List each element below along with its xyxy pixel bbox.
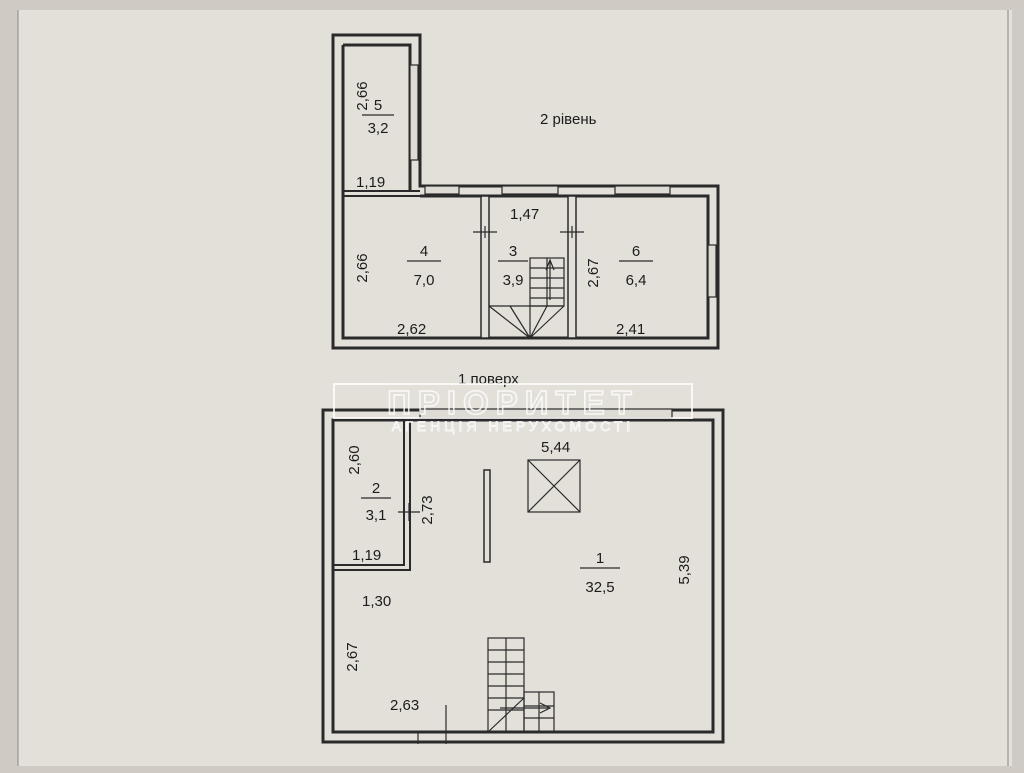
watermark-name: ПРІОРИТЕТ bbox=[387, 384, 639, 421]
room-6-area: 6,4 bbox=[626, 272, 647, 289]
agency-watermark: ПРІОРИТЕТ АГЕНЦІЯ НЕРУХОМОСТІ bbox=[333, 383, 693, 434]
lower-level-plan bbox=[321, 408, 725, 744]
room-1-area: 32,5 bbox=[585, 579, 614, 596]
room-2-area: 3,1 bbox=[366, 507, 387, 524]
lower-stairs bbox=[487, 637, 555, 733]
room-6-dim-width: 2,41 bbox=[616, 321, 645, 338]
room-4-dim-height: 2,66 bbox=[354, 253, 371, 282]
room-5-dim-width: 1,19 bbox=[356, 174, 385, 191]
room-2-dim-side: 2,73 bbox=[419, 495, 436, 524]
room-4-area: 7,0 bbox=[414, 272, 435, 289]
watermark-tagline: АГЕНЦІЯ НЕРУХОМОСТІ bbox=[392, 418, 634, 434]
room-1-number: 1 bbox=[596, 550, 604, 567]
level-2-title: 2 рівень bbox=[540, 111, 597, 128]
paper bbox=[18, 10, 1012, 766]
upper-stairs bbox=[488, 257, 565, 339]
room-5-number: 5 bbox=[374, 97, 382, 114]
room-3-area: 3,9 bbox=[503, 272, 524, 289]
room-2-dim-width: 1,19 bbox=[352, 547, 381, 564]
room-5-dim-height: 2,66 bbox=[354, 81, 371, 110]
room-5: 5 3,2 2,66 1,19 bbox=[354, 81, 394, 191]
room-6-number: 6 bbox=[632, 243, 640, 260]
room-5-area: 3,2 bbox=[368, 120, 389, 137]
room-2: 2 3,1 2,60 2,73 1,19 bbox=[346, 445, 436, 564]
room-1: 5,44 1 32,5 5,39 1,30 2,67 2,63 bbox=[344, 439, 693, 714]
room-3-dim-width: 1,47 bbox=[510, 206, 539, 223]
room-4-dim-width: 2,62 bbox=[397, 321, 426, 338]
room-2-dim-height: 2,60 bbox=[346, 445, 363, 474]
room-1-dim-step: 1,30 bbox=[362, 593, 391, 610]
room-1-dim-right: 5,39 bbox=[676, 555, 693, 584]
room-2-number: 2 bbox=[372, 480, 380, 497]
room-1-dim-bottom: 2,63 bbox=[390, 697, 419, 714]
room-6: 6 6,4 2,67 2,41 bbox=[585, 243, 653, 338]
room-4-number: 4 bbox=[420, 243, 428, 260]
room-4: 4 7,0 2,66 2,62 bbox=[354, 243, 441, 338]
room-6-dim-height: 2,67 bbox=[585, 258, 602, 287]
room-3: 1,47 3 3,9 bbox=[498, 206, 539, 289]
room-3-number: 3 bbox=[509, 243, 517, 260]
upper-level-plan bbox=[331, 33, 720, 350]
room-1-dim-top: 5,44 bbox=[541, 439, 570, 456]
room-1-dim-left: 2,67 bbox=[344, 642, 361, 671]
